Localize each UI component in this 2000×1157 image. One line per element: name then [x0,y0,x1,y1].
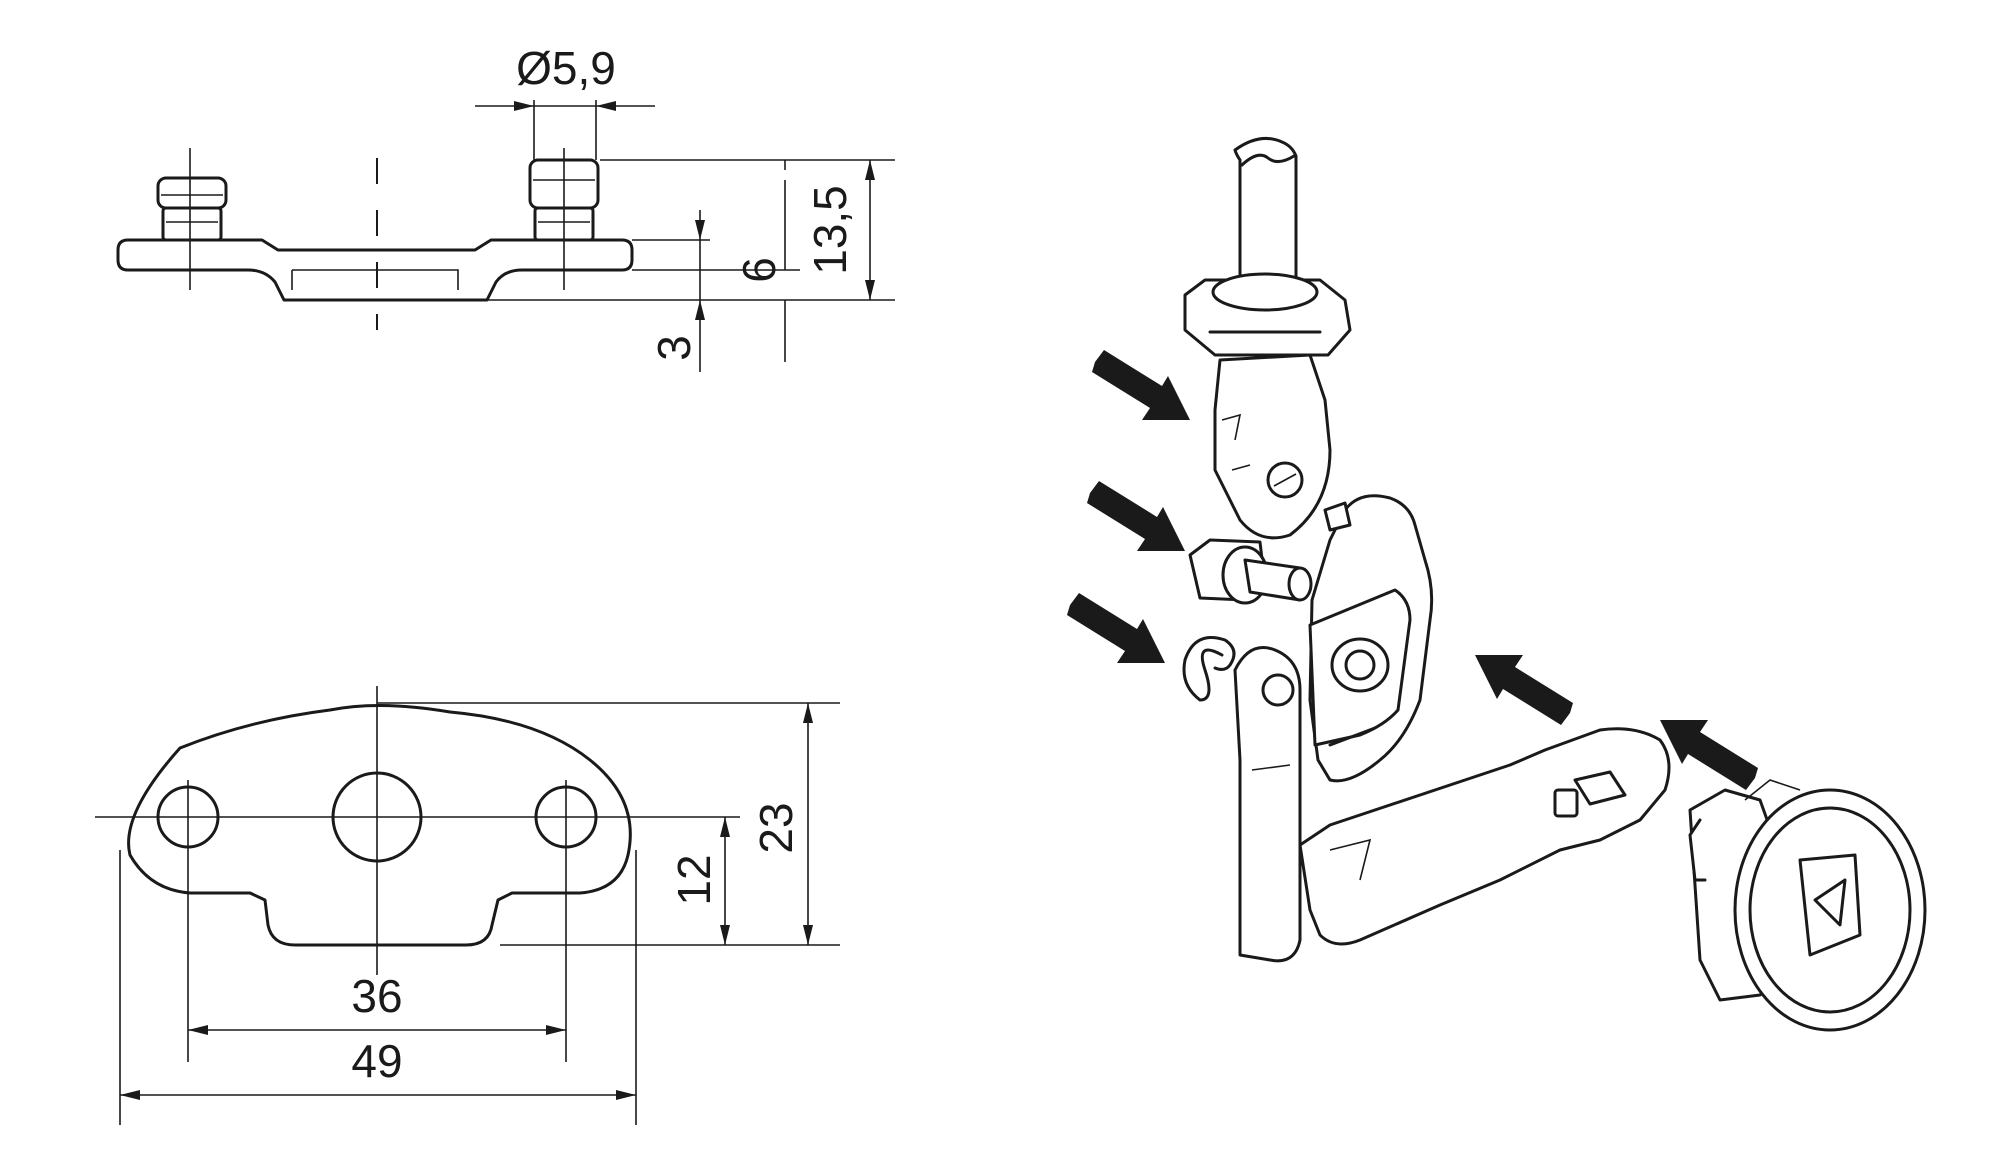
dim-diameter: Ø5,9 [475,42,655,160]
dim-overall-height: 13,5 [784,160,875,362]
cam-lever-icon [1298,727,1671,946]
dim-offset: 3 [648,335,701,372]
cam-rod-icon [1183,136,1352,540]
dim-center-height: 12 [668,817,730,945]
assembly-view [1067,136,1927,1032]
arrow-to-plate-icon [1475,655,1573,725]
assembly-arrows [1067,350,1758,790]
side-view: Ø5,9 6 3 13,5 [116,42,895,372]
dim-hole-spacing-label: 36 [351,970,402,1022]
dim-top-overall-height-label: 23 [750,802,802,853]
dim-plate-height-label: 6 [733,257,785,283]
guide-plate-icon [1308,494,1434,783]
dim-overall-height-label: 13,5 [804,185,856,275]
dim-offset-label: 3 [648,335,700,361]
arrow-to-nut-icon [1087,481,1185,551]
spacer-nut-icon [1188,538,1313,605]
dim-plate-height: 6 [695,210,785,340]
dim-overall-width-label: 49 [351,1035,402,1087]
dim-top-overall-height: 23 [750,703,813,945]
circlip-icon [1182,636,1236,702]
dim-center-height-label: 12 [668,854,720,905]
top-view: 12 23 36 49 [95,686,840,1125]
dim-hole-spacing: 36 [188,970,566,1035]
lock-cylinder-icon [1688,779,1927,1032]
arrow-to-rod-icon [1092,350,1190,420]
side-plate-recess [292,269,459,290]
arrow-to-circlip-icon [1067,593,1165,663]
drive-bar-icon [1233,646,1302,963]
arrow-to-lever-icon [1660,720,1758,790]
dim-overall-width: 49 [120,1035,636,1100]
dim-diameter-label: Ø5,9 [516,42,616,94]
left-stud [156,176,228,242]
